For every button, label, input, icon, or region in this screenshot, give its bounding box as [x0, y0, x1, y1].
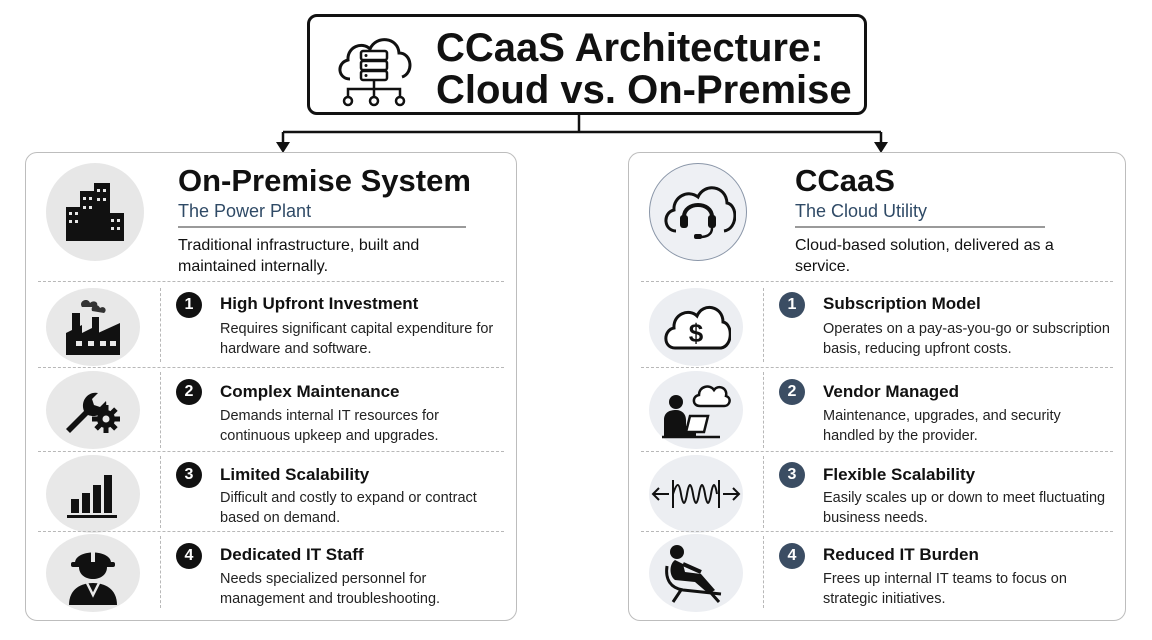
person-laptop-cloud-icon — [662, 385, 731, 439]
item-title: Reduced IT Burden — [823, 545, 979, 564]
row-icon-circle — [46, 288, 140, 366]
row-icon-circle — [46, 534, 140, 612]
wrench-gear-icon — [66, 392, 120, 433]
relaxing-person-icon — [665, 545, 722, 603]
item-description: Needs specialized personnel for manageme… — [220, 571, 441, 607]
item-title: Flexible Scalability — [823, 465, 976, 484]
ccaas-panel: CCaaS The Cloud Utility Cloud-based solu… — [628, 152, 1126, 621]
title-line-1: CCaaS Architecture: — [436, 26, 824, 70]
item-description: Easily scales up or down to meet fluctua… — [823, 490, 1106, 526]
panel-subtitle: The Power Plant — [178, 201, 312, 221]
item-description: Frees up internal IT teams to focus on s… — [823, 571, 1067, 607]
item-title: Complex Maintenance — [220, 382, 400, 401]
item-title: Dedicated IT Staff — [220, 545, 364, 564]
list-item: 3 Limited Scalability Difficult and cost… — [38, 451, 504, 533]
item-title: High Upfront Investment — [220, 294, 419, 313]
buildings-icon — [66, 183, 124, 241]
spring-arrows-icon — [651, 480, 741, 508]
list-item: 2 Vendor Managed Maintenance, upgrades, … — [641, 367, 1113, 451]
panel-title: CCaaS — [795, 163, 895, 198]
row-icon-circle — [649, 455, 743, 533]
list-item: 2 Complex Maintenance Demands internal I… — [38, 367, 504, 451]
row-icon-circle — [46, 371, 140, 449]
step-badge: 1 — [779, 292, 805, 318]
subtitle-divider — [795, 226, 1045, 228]
item-title: Vendor Managed — [823, 382, 960, 401]
step-badge: 4 — [779, 543, 805, 569]
step-badge: 1 — [176, 292, 202, 318]
hard-hat-worker-icon — [69, 549, 117, 605]
item-title: Limited Scalability — [220, 465, 370, 484]
svg-text:$: $ — [689, 318, 704, 348]
panel-description: Cloud-based solution, delivered as a ser… — [795, 237, 1054, 275]
bar-chart-icon — [67, 475, 117, 518]
item-description: Requires significant capital expenditure… — [220, 321, 494, 357]
title-box: CCaaS Architecture: Cloud vs. On-Premise — [307, 14, 867, 115]
list-item: 4 Reduced IT Burden Frees up internal IT… — [641, 531, 1113, 613]
row-divider — [763, 288, 764, 362]
row-icon-circle — [649, 534, 743, 612]
cloud-server-icon — [338, 38, 412, 107]
row-icon-circle — [46, 455, 140, 533]
list-item: 3 Flexible Scalability Easily scales up … — [641, 451, 1113, 533]
list-item: 1 High Upfront Investment Requires signi… — [38, 281, 504, 367]
row-icon-circle — [649, 371, 743, 449]
panel-subtitle: The Cloud Utility — [795, 201, 928, 221]
row-divider — [763, 536, 764, 608]
page-title: CCaaS Architecture: Cloud vs. On-Premise — [436, 27, 856, 111]
factory-icon — [66, 300, 120, 355]
item-description: Maintenance, upgrades, and security hand… — [823, 408, 1061, 444]
hero-icon-circle — [46, 163, 144, 261]
row-divider — [763, 456, 764, 528]
row-icon-circle: $ — [649, 288, 743, 366]
subtitle-divider — [178, 226, 466, 228]
panel-description: Traditional infrastructure, built and ma… — [178, 237, 420, 275]
step-badge: 2 — [779, 379, 805, 405]
row-divider — [763, 372, 764, 448]
on-premise-panel: On-Premise System The Power Plant Tradit… — [25, 152, 517, 621]
hero-icon-circle — [649, 163, 747, 261]
item-description: Operates on a pay-as-you-go or subscript… — [823, 321, 1110, 357]
item-description: Demands internal IT resources for contin… — [220, 408, 439, 444]
list-item: 4 Dedicated IT Staff Needs specialized p… — [38, 531, 504, 613]
item-description: Difficult and costly to expand or contra… — [220, 490, 477, 526]
list-item: $ 1 Subscription Model Operates on a pay… — [641, 281, 1113, 367]
step-badge: 3 — [176, 462, 202, 488]
panel-title: On-Premise System — [178, 163, 471, 198]
row-divider — [160, 456, 161, 528]
step-badge: 4 — [176, 543, 202, 569]
cloud-headset-icon — [664, 186, 736, 239]
step-badge: 2 — [176, 379, 202, 405]
row-divider — [160, 288, 161, 362]
row-divider — [160, 372, 161, 448]
row-divider — [160, 536, 161, 608]
cloud-dollar-icon: $ — [664, 306, 731, 350]
title-line-2: Cloud vs. On-Premise — [436, 68, 852, 112]
item-title: Subscription Model — [823, 294, 981, 313]
step-badge: 3 — [779, 462, 805, 488]
